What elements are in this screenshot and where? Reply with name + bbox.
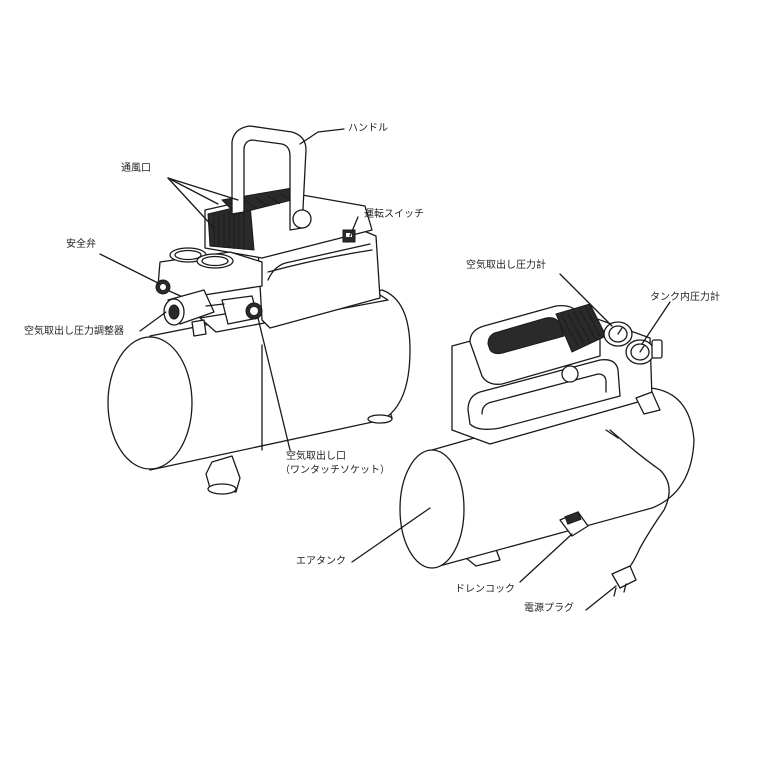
right-tank-end: [399, 449, 465, 569]
label-safety-valve: 安全弁: [66, 239, 96, 250]
leader-drain: [519, 533, 573, 583]
leader-regulator: [139, 311, 167, 332]
leader-tank: [351, 507, 431, 563]
housing-groove: [267, 249, 373, 273]
rear-foot-pad: [367, 414, 393, 424]
leader-lines: [99, 128, 671, 611]
power-plug-body: [611, 565, 637, 589]
left-compressor: [107, 125, 411, 495]
front-foot: [205, 455, 241, 493]
front-foot-pad: [207, 483, 237, 495]
leader-vent-c: [167, 177, 215, 229]
leader-safety-valve: [99, 253, 161, 285]
left-tank-end: [107, 336, 193, 470]
run-switch-mark: [346, 233, 352, 237]
label-tank-gauge: タンク内圧力計: [650, 292, 720, 303]
label-handle: ハンドル: [348, 123, 388, 134]
leader-handle: [299, 128, 345, 145]
right-compressor: [399, 303, 695, 597]
leader-vent-a: [167, 177, 219, 205]
label-power-plug: 電源プラグ: [524, 603, 574, 614]
right-safety-cap: [651, 339, 663, 359]
leader-run-switch: [349, 216, 359, 237]
right-handle-knob: [561, 365, 579, 383]
left-tank-body: [149, 289, 411, 471]
label-air-tank: エアタンク: [296, 556, 346, 567]
power-cord: [609, 429, 670, 575]
leader-outlet: [257, 317, 291, 451]
housing-curve: [267, 243, 371, 281]
leader-tank-gauge: [641, 301, 671, 345]
label-outlet-line2: （ワンタッチソケット）: [280, 465, 390, 476]
leader-plug: [585, 585, 617, 611]
label-outlet-gauge: 空気取出し圧力計: [466, 260, 546, 271]
right-quick-coupler: [635, 391, 661, 415]
handle-knob: [292, 209, 312, 229]
label-vent: 通風口: [121, 163, 151, 174]
leader-outlet-gauge: [559, 273, 613, 327]
label-outlet-line1: 空気取出し口: [286, 451, 346, 462]
top-cover-panel: [487, 317, 565, 355]
regulator-stem: [191, 319, 207, 337]
label-outlet-regulator: 空気取出し圧力調整器: [24, 326, 124, 337]
right-handle-grip: [467, 359, 621, 430]
label-run-switch: 運転スイッチ: [364, 209, 424, 220]
leader-vent-b: [167, 177, 239, 201]
label-drain-cock: ドレンコック: [455, 584, 515, 595]
drain-cock-lever: [564, 511, 582, 525]
power-plug-prongs: [613, 583, 627, 597]
